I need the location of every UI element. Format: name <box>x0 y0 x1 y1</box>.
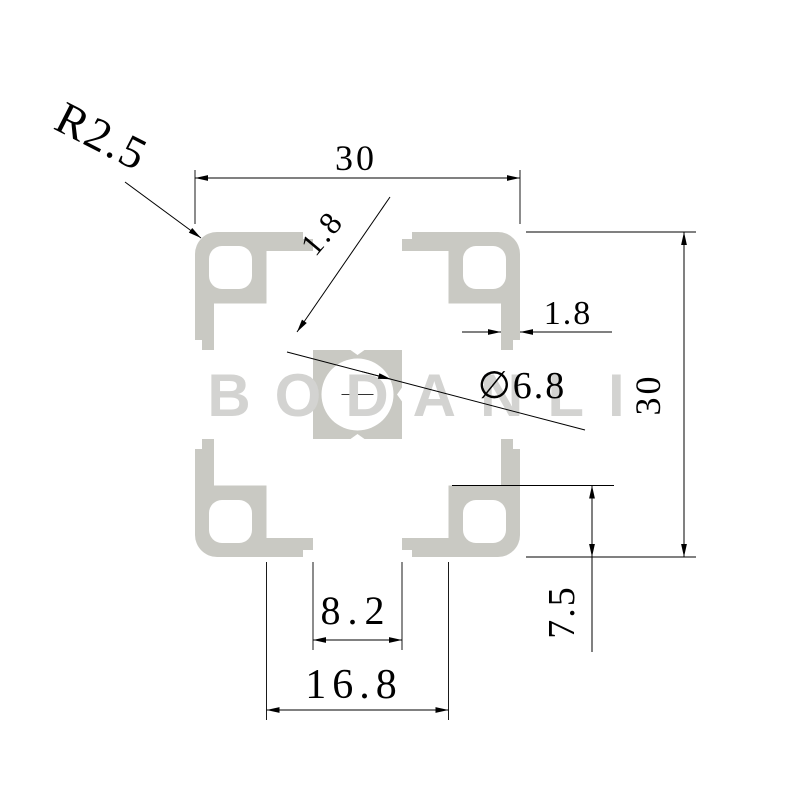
dim-label-top-width: 30 <box>335 138 377 178</box>
dim-label-web-thickness: 1.8 <box>293 204 350 262</box>
watermark-text: BODANLI <box>207 362 648 429</box>
dim-label-corner-radius: R2.5 <box>48 92 157 181</box>
dim-center-hole: ∅6.8 <box>286 351 586 431</box>
dim-label-slot-opening: 8.2 <box>321 588 392 633</box>
corner-hole-bottom-left <box>209 500 252 543</box>
corner-hole-top-left <box>209 246 252 289</box>
dim-edge-to-slot: 7.5 <box>452 485 614 652</box>
leader-line <box>124 181 202 239</box>
dim-label-edge-to-slot: 7.5 <box>541 585 583 639</box>
dim-slot-opening: 8.2 <box>312 562 403 650</box>
profile-section <box>195 232 520 557</box>
dim-label-right-height: 30 <box>628 374 668 416</box>
leader-line <box>296 196 391 333</box>
corner-hole-bottom-right <box>463 500 506 543</box>
dim-label-center-hole: ∅6.8 <box>478 365 567 407</box>
dim-slot-inner-width: 16.8 <box>266 562 449 720</box>
dim-corner-radius: R2.5 <box>48 92 202 239</box>
dim-label-slot-inner-width: 16.8 <box>305 662 403 708</box>
leader-line <box>286 351 586 431</box>
leader-arrow-segment <box>362 371 392 380</box>
dim-web-thickness: 1.8 <box>293 196 391 333</box>
corner-hole-top-right <box>463 246 506 289</box>
dim-top-width: 30 <box>194 138 521 224</box>
dim-right-height: 30 <box>526 231 696 558</box>
dim-label-lip-thickness: 1.8 <box>544 295 593 332</box>
dim-lip-thickness: 1.8 <box>462 295 612 335</box>
